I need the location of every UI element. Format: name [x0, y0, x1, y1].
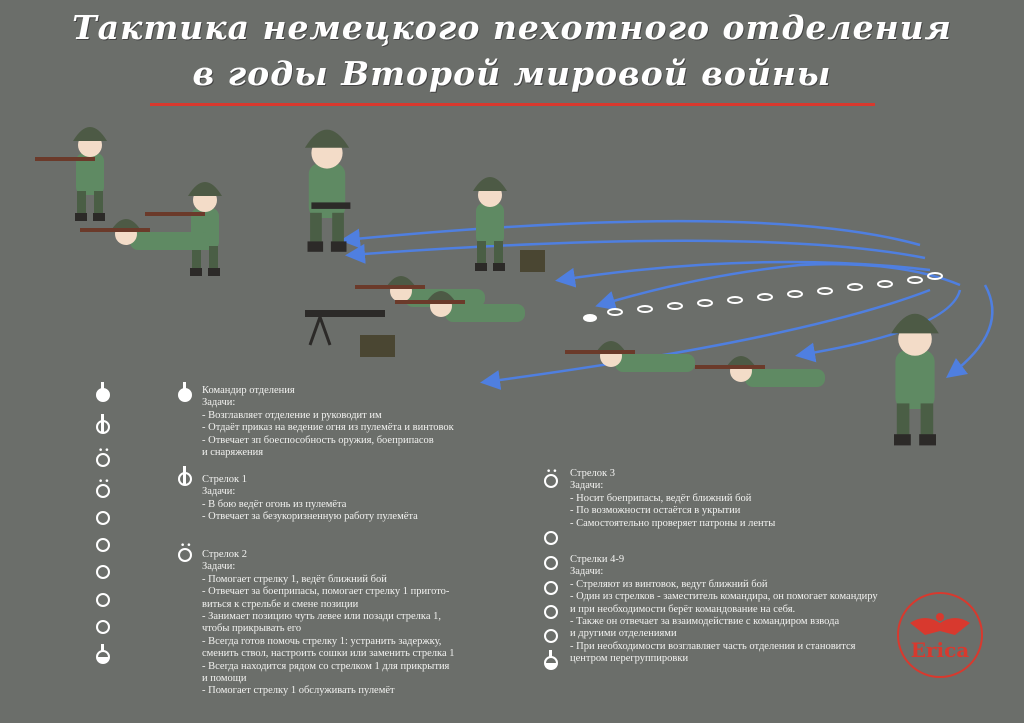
rifleman-symbol-icon	[96, 593, 110, 607]
rifleman-symbol-icon	[544, 581, 558, 595]
task-line: - Стреляют из винтовок, ведут ближний бо…	[570, 578, 768, 590]
soldier-rifleman-prone-2	[695, 356, 825, 387]
gunner-symbol-icon: ••	[96, 447, 110, 467]
task-line: чтобы прикрывать его	[202, 623, 302, 635]
soldier-squad-leader	[304, 129, 351, 252]
squad-leader-symbol-icon	[96, 382, 110, 402]
role-riflemen-4-9: Стрелки 4-9 Задачи: - Стреляют из винтов…	[570, 554, 878, 666]
task-line: и снаряжения	[202, 447, 264, 459]
task-line: - Отвечает за боеприпасы, помогает стрел…	[202, 586, 450, 598]
task-line: - По возможности остаётся в укрытии	[570, 505, 741, 517]
rifleman-symbol-icon	[96, 538, 110, 552]
tasks-label: Задачи:	[570, 566, 604, 578]
task-line: - При необходимости возглавляет часть от…	[570, 640, 856, 652]
arrow	[345, 239, 926, 264]
gunner-symbol-icon: ••	[544, 468, 558, 488]
gunner-1-symbol-icon	[178, 466, 192, 486]
formation-trail	[583, 272, 943, 322]
arrow	[340, 219, 921, 249]
title-line-1: Тактика немецкого пехотного отделения	[72, 8, 952, 47]
task-line: - Отдаёт приказ на ведение огня из пулем…	[202, 422, 454, 434]
deputy-leader-symbol-icon	[544, 650, 558, 670]
task-line: - Отвечает зп боеспособность оружия, бое…	[202, 434, 434, 446]
arrow	[946, 284, 994, 379]
soldier-rifleman-prone-left	[80, 219, 210, 250]
role-title: Стрелок 2	[202, 549, 247, 560]
task-line: и другими отделениями	[570, 628, 677, 640]
task-line: и при необходимости берёт командование н…	[570, 603, 796, 615]
task-line: сменить ствол, настроить сошки или замен…	[202, 648, 455, 660]
task-line: - Самостоятельно проверяет патроны и лен…	[570, 517, 776, 529]
task-line: - Отвечает за безукоризненную работу пул…	[202, 511, 418, 523]
role-gunner-2: Стрелок 2 Задачи: - Помогает стрелку 1, …	[202, 549, 455, 698]
squad-leader-symbol-icon	[178, 382, 192, 402]
soldier-rifleman-standing-left	[35, 127, 107, 221]
rifleman-symbol-icon	[544, 531, 558, 545]
erica-stamp: Erica	[897, 592, 983, 678]
task-line: виться к стрельбе и смене позиции	[202, 598, 359, 610]
movement-arrows	[340, 219, 994, 390]
task-line: - В бою ведёт огонь из пулемёта	[202, 498, 347, 510]
tasks-label: Задачи:	[202, 561, 236, 573]
gunner-symbol-icon: ••	[96, 478, 110, 498]
rifleman-symbol-icon	[96, 620, 110, 634]
rifleman-symbol-icon	[544, 556, 558, 570]
task-line: и помощи	[202, 673, 247, 685]
role-title: Стрелок 1	[202, 474, 247, 485]
gunner-symbol-icon: ••	[178, 542, 192, 562]
task-line: - Возглавляет отделение и руководит им	[202, 409, 382, 421]
title-divider	[150, 103, 875, 106]
task-line: - Всегда находится рядом со стрелком 1 д…	[202, 660, 450, 672]
tasks-label: Задачи:	[202, 397, 236, 409]
task-line: - Всегда готов помочь стрелку 1: устрани…	[202, 635, 442, 647]
role-title: Командир отделения	[202, 385, 295, 396]
gunner-1-symbol-icon	[96, 414, 110, 434]
role-squad-leader: Командир отделения Задачи: - Возглавляет…	[202, 385, 454, 459]
arrow	[595, 262, 961, 311]
tasks-label: Задачи:	[202, 486, 236, 498]
stamp-text: Erica	[911, 638, 970, 662]
rifleman-symbol-icon	[544, 629, 558, 643]
rifleman-symbol-icon	[544, 605, 558, 619]
deputy-leader-symbol-icon	[96, 644, 110, 664]
soldier-ammo-carrier	[473, 177, 545, 272]
task-line: - Помогает стрелку 1 обслуживать пулемёт	[202, 685, 395, 697]
rifleman-symbol-icon	[96, 565, 110, 579]
task-line: - Носит боеприпасы, ведёт ближний бой	[570, 492, 752, 504]
title-line-2: в годы Второй мировой войны	[192, 54, 832, 93]
role-gunner-1: Стрелок 1 Задачи: - В бою ведёт огонь из…	[202, 474, 418, 524]
task-line: центром перегруппировки	[570, 653, 689, 665]
soldier-rifleman-kneeling	[145, 182, 222, 276]
task-line: - Помогает стрелку 1, ведёт ближний бой	[202, 573, 387, 585]
tasks-label: Задачи:	[570, 480, 604, 492]
machine-gun	[305, 310, 395, 357]
role-title: Стрелки 4-9	[570, 554, 625, 565]
task-line: - Занимает позицию чуть левее или позади…	[202, 611, 442, 623]
task-line: - Один из стрелков - заместитель команди…	[570, 591, 878, 603]
role-gunner-3: Стрелок 3 Задачи: - Носит боеприпасы, ве…	[570, 468, 775, 530]
role-title: Стрелок 3	[570, 468, 615, 479]
task-line: - Также он отвечает за взаимодействие с …	[570, 616, 840, 628]
rifleman-symbol-icon	[96, 511, 110, 525]
arrow	[480, 288, 931, 390]
